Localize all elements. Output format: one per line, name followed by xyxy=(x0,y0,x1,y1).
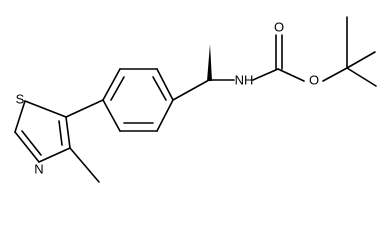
bond-aryl-3 xyxy=(156,68,174,101)
bond-aryl-1-inner xyxy=(110,76,125,101)
bond-c5-aryl xyxy=(65,99,104,118)
bond-c4-c5 xyxy=(65,116,71,149)
bond-aryl-1 xyxy=(102,68,121,101)
bond-s-c2 xyxy=(14,100,26,133)
bond-c5-s xyxy=(24,100,67,118)
bond-ether-oxygen-tert-carbon xyxy=(322,67,348,82)
bond-aryl-chiral-carbon xyxy=(172,79,210,101)
bond-aryl-4 xyxy=(156,99,174,132)
bond-carbonyl-ether-oxygen xyxy=(277,68,305,82)
chemical-structure-canvas: S N NH O O xyxy=(14,16,377,183)
atom-label-layer: S N NH O O xyxy=(16,19,319,176)
bond-c2-n3 xyxy=(14,131,40,163)
bond-c4-methyl xyxy=(69,147,100,183)
carbonyl-oxygen-label: O xyxy=(274,19,284,34)
bond-c4-c5-inner xyxy=(58,120,63,146)
sulfur-atom-label: S xyxy=(16,91,25,106)
bond-aryl-3-inner xyxy=(152,76,167,101)
ether-oxygen-label: O xyxy=(309,72,319,87)
bond-aryl-6 xyxy=(102,99,121,132)
wedge-chiral-methyl xyxy=(207,44,212,81)
bond-tert-butyl-right xyxy=(346,51,376,69)
bond-n3-c4 xyxy=(38,147,71,163)
thiazole-nitrogen-label: N xyxy=(34,161,43,176)
bond-layer xyxy=(14,16,377,183)
bond-c2-n3-inner xyxy=(21,130,42,156)
carbamate-nitrogen-label: NH xyxy=(235,72,254,87)
bond-nitrogen-carbonyl-carbon xyxy=(252,68,279,81)
bond-tert-butyl-bottom xyxy=(346,67,377,87)
structure-diagram: S N NH O O xyxy=(14,16,377,183)
